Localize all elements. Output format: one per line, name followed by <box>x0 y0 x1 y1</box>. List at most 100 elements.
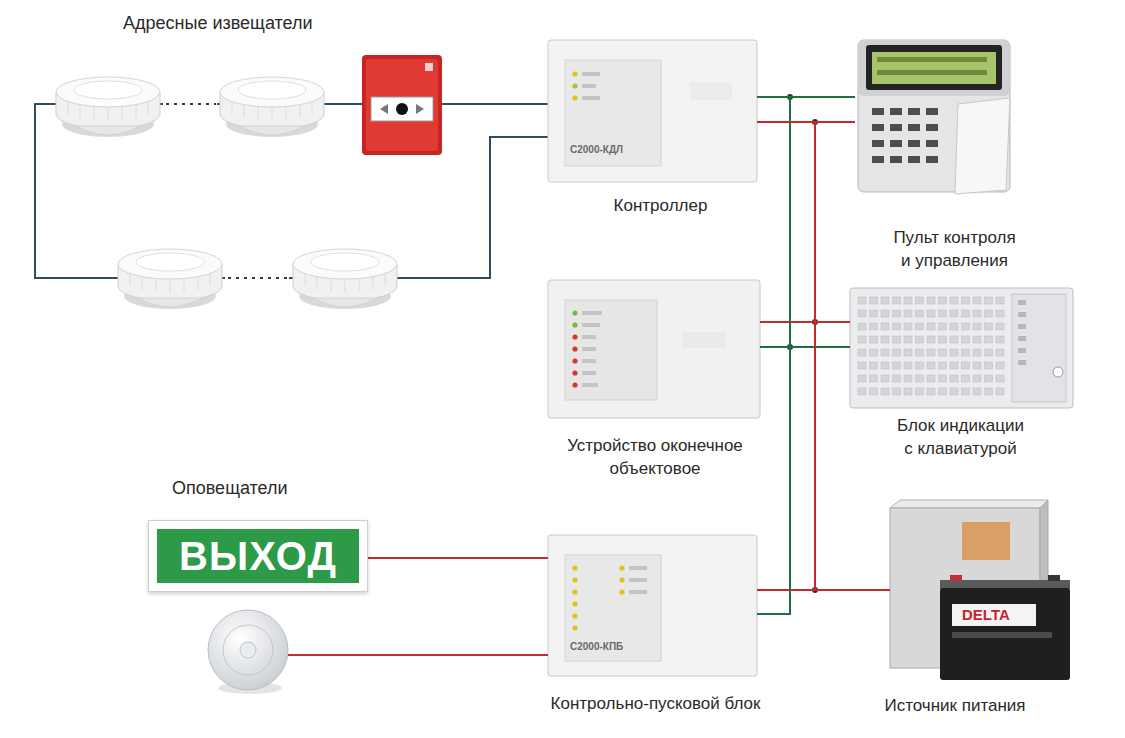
indication-block-device-part-part <box>904 310 912 317</box>
indication-block-device-part-part <box>939 336 947 343</box>
terminal-device-part <box>572 370 577 375</box>
bus-connector <box>368 558 548 559</box>
controller-device-part <box>572 71 577 76</box>
indication-block-device-part-part <box>939 323 947 330</box>
controller-device-part <box>582 96 600 100</box>
control-panel-device-part-part <box>890 124 902 131</box>
loop-wire-part <box>166 103 216 105</box>
loop-wire-part <box>163 98 217 110</box>
power-supply-device <box>890 500 1070 680</box>
loop-wire-part <box>228 277 288 279</box>
wire <box>760 321 850 323</box>
indication-block-device-part-part <box>870 388 878 395</box>
control-start-device <box>548 535 757 676</box>
wire <box>760 346 850 348</box>
power-supply-device-part <box>890 500 1048 508</box>
bus-connector <box>757 97 855 122</box>
control-panel-device-part-part <box>908 124 920 131</box>
group-heading: Адресные извещатели <box>123 13 313 34</box>
indication-block-device-part-part <box>1018 312 1026 317</box>
indication-block-device-part-part <box>881 362 889 369</box>
smoke-detector-part <box>56 77 160 137</box>
manual-call-point-part <box>366 59 438 151</box>
indication-block-device-part-part <box>927 362 935 369</box>
control-panel-device-part-part <box>908 140 920 147</box>
control-panel-device-part-part <box>926 108 938 115</box>
control-start-device-part <box>572 601 577 606</box>
indication-block-device-part-part <box>881 375 889 382</box>
indication-block-device-part-part <box>1018 300 1026 305</box>
indication-block-device-part-part <box>904 297 912 304</box>
indication-block-device-part-part <box>1018 336 1026 341</box>
indication-block-device-part-part <box>962 362 970 369</box>
terminal-device <box>548 280 760 418</box>
indication-block-box: Блок индикации с клавиатурой <box>850 288 1073 408</box>
indication-block-device-part-part <box>985 297 993 304</box>
indication-block-device-part-part <box>881 336 889 343</box>
indication-block-device-part-part <box>939 375 947 382</box>
indication-block-device-part-part <box>996 323 1004 330</box>
wire <box>757 122 890 590</box>
indication-block-device-part-part <box>962 336 970 343</box>
indication-block-device-part-part <box>973 323 981 330</box>
control-panel-device <box>858 40 1010 194</box>
indication-block-device-part-part <box>973 310 981 317</box>
indication-block-device-part-part <box>858 362 866 369</box>
indication-block-device-part-part <box>916 362 924 369</box>
controller-device-part <box>572 95 577 100</box>
indication-block-device-part-part <box>858 323 866 330</box>
indication-block-device-part-part <box>927 349 935 356</box>
indication-block-device-part-part <box>916 388 924 395</box>
terminal-device-part <box>582 359 596 363</box>
indication-block-device-part-part <box>904 388 912 395</box>
indication-block-device-part-part <box>939 310 947 317</box>
indication-block-device-part-part <box>950 297 958 304</box>
power-supply-device-part <box>940 580 1070 589</box>
power-supply-box: Источник питания <box>890 500 1070 680</box>
terminal-device-part <box>582 347 596 351</box>
sounder-part <box>223 625 273 675</box>
indication-block-device-part-part <box>893 297 901 304</box>
indication-block-device-part <box>1053 367 1063 377</box>
control-panel-device-part-part <box>926 124 938 131</box>
controller-device-part <box>548 40 757 182</box>
terminal-device-part <box>582 383 598 387</box>
control-start-device-part <box>572 589 577 594</box>
indication-block-device-part-part <box>939 388 947 395</box>
control-start-device-part <box>629 578 647 582</box>
control-panel-device-part-part <box>890 108 902 115</box>
indication-block-device-part-part <box>858 375 866 382</box>
control-start-device-part <box>619 577 624 582</box>
indication-block-device-part-part <box>870 336 878 343</box>
indication-block-device-part-part <box>962 323 970 330</box>
control-start-device-part <box>548 535 757 676</box>
terminal-device-part <box>682 332 726 348</box>
model-label: С2000-КПБ <box>570 641 623 652</box>
indication-block-device-part-part <box>870 349 878 356</box>
indication-block-device-part-part <box>985 323 993 330</box>
indication-block-device-part-part <box>996 336 1004 343</box>
indication-block-device-part-part <box>962 349 970 356</box>
indication-block-device-part-part <box>916 336 924 343</box>
indication-block-device-part-part <box>1018 360 1026 365</box>
terminal-device-part <box>572 382 577 387</box>
manual-call-point-part <box>425 63 433 71</box>
indication-block-device-part-part <box>950 310 958 317</box>
indication-block-device-part-part <box>962 297 970 304</box>
loop-wire-part <box>225 272 289 284</box>
device-caption: Источник питания <box>855 694 1055 717</box>
smoke-detector <box>56 77 397 309</box>
manual-call-point-part <box>371 97 433 121</box>
control-panel-device-part <box>872 52 996 84</box>
indication-block-device-part-part <box>985 375 993 382</box>
power-supply-device-part <box>962 522 1010 560</box>
indication-block-device-part-part <box>893 388 901 395</box>
control-start-device-part <box>629 590 647 594</box>
control-panel-device-part-part <box>926 140 938 147</box>
control-start-device-part <box>572 565 577 570</box>
device-caption: Контроллер <box>561 194 761 217</box>
indication-block-device-part-part <box>904 349 912 356</box>
controller-device <box>548 40 757 182</box>
indication-block-device-part-part <box>916 297 924 304</box>
